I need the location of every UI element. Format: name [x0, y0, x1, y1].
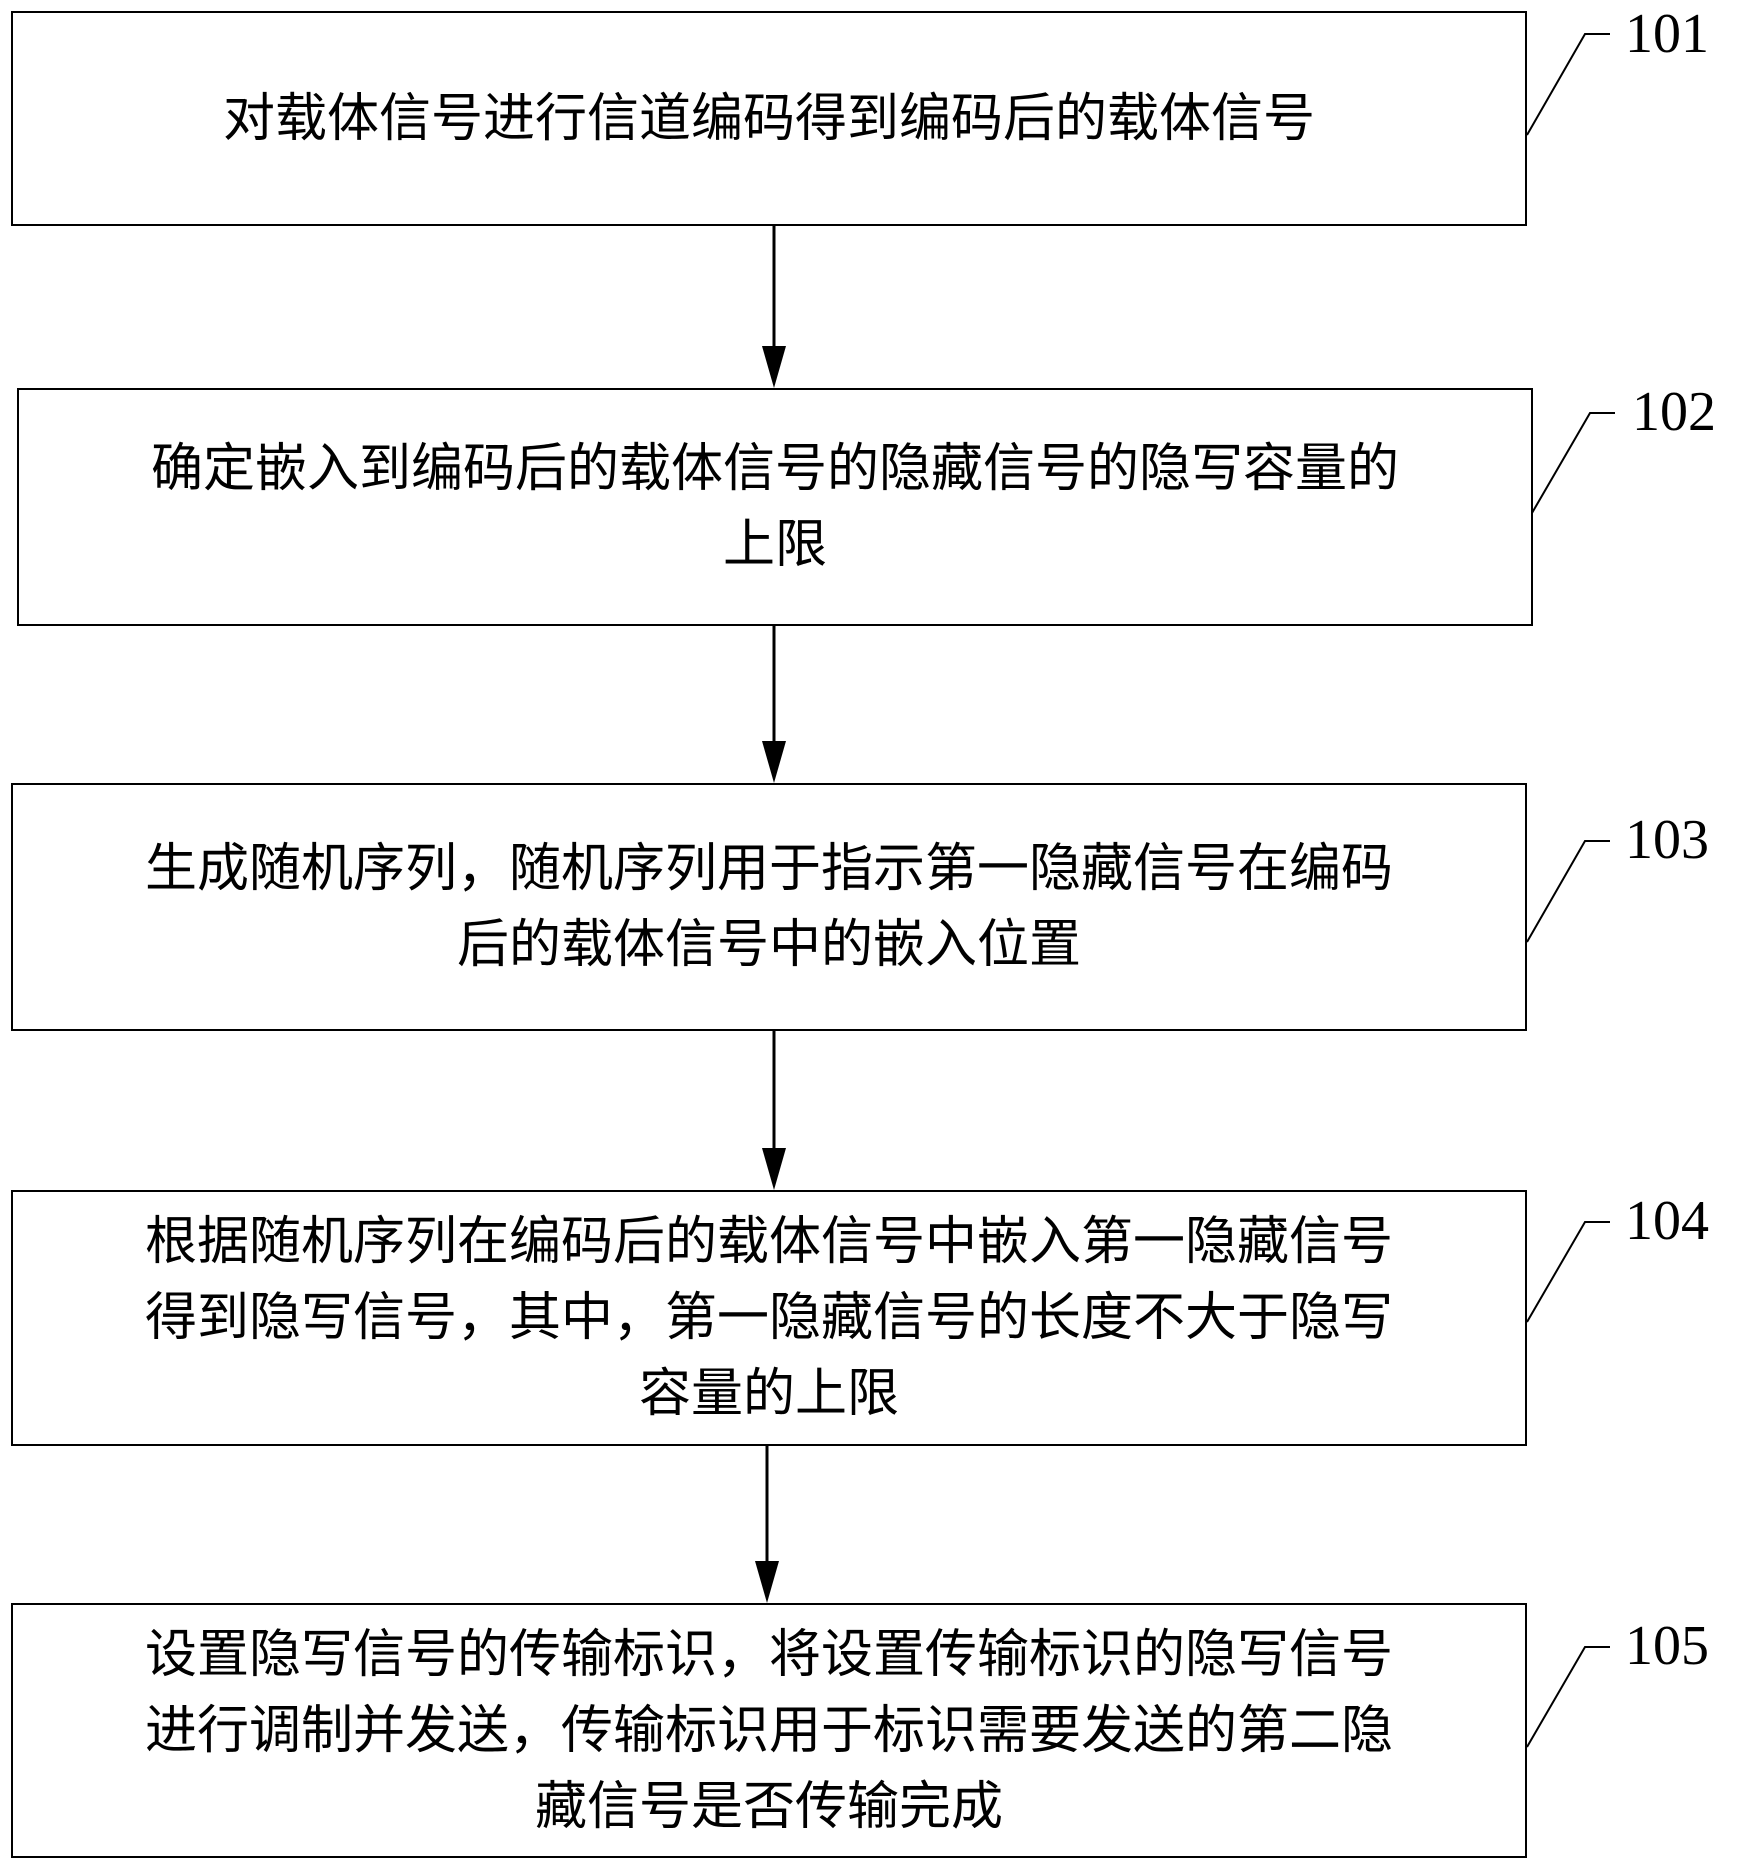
step-text-line: 设置隐写信号的传输标识，将设置传输标识的隐写信号 — [145, 1617, 1393, 1693]
step-box-104: 根据随机序列在编码后的载体信号中嵌入第一隐藏信号 得到隐写信号，其中，第一隐藏信… — [11, 1190, 1527, 1446]
step-number-102: 102 — [1632, 384, 1716, 440]
step-box-103: 生成随机序列，随机序列用于指示第一隐藏信号在编码 后的载体信号中的嵌入位置 — [11, 783, 1527, 1031]
leader-line-104 — [1527, 1222, 1610, 1322]
step-box-102: 确定嵌入到编码后的载体信号的隐藏信号的隐写容量的 上限 — [17, 388, 1533, 626]
step-text-line: 根据随机序列在编码后的载体信号中嵌入第一隐藏信号 — [145, 1204, 1393, 1280]
step-text-line: 容量的上限 — [639, 1356, 899, 1432]
step-number-104: 104 — [1625, 1193, 1709, 1249]
step-text-line: 生成随机序列，随机序列用于指示第一隐藏信号在编码 — [145, 831, 1393, 907]
leader-line-102 — [1532, 413, 1615, 513]
arrow-101-to-102 — [762, 225, 786, 388]
step-box-105: 设置隐写信号的传输标识，将设置传输标识的隐写信号 进行调制并发送，传输标识用于标… — [11, 1603, 1527, 1858]
arrow-104-to-105 — [755, 1445, 779, 1603]
step-text-line: 对载体信号进行信道编码得到编码后的载体信号 — [223, 81, 1315, 157]
step-text-line: 后的载体信号中的嵌入位置 — [457, 907, 1081, 983]
step-text-line: 藏信号是否传输完成 — [535, 1769, 1003, 1845]
step-number-103: 103 — [1625, 812, 1709, 868]
leader-line-105 — [1527, 1647, 1610, 1747]
step-box-101: 对载体信号进行信道编码得到编码后的载体信号 — [11, 11, 1527, 226]
arrow-102-to-103 — [762, 625, 786, 783]
step-text-line: 得到隐写信号，其中，第一隐藏信号的长度不大于隐写 — [145, 1280, 1393, 1356]
step-text-line: 上限 — [723, 507, 827, 583]
step-text-line: 确定嵌入到编码后的载体信号的隐藏信号的隐写容量的 — [151, 431, 1399, 507]
arrow-103-to-104 — [762, 1030, 786, 1190]
step-number-101: 101 — [1625, 6, 1709, 62]
step-text-line: 进行调制并发送，传输标识用于标识需要发送的第二隐 — [145, 1693, 1393, 1769]
leader-line-103 — [1527, 841, 1610, 942]
leader-line-101 — [1527, 34, 1610, 135]
step-number-105: 105 — [1625, 1618, 1709, 1674]
